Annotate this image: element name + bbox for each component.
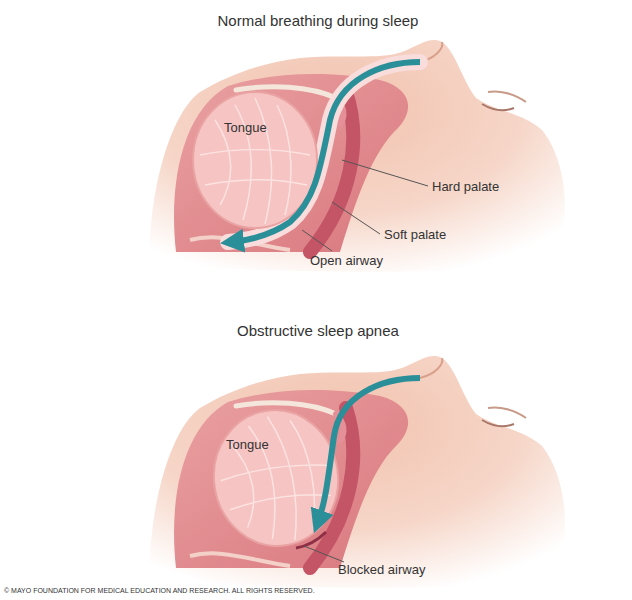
- part-label: Tongue: [224, 120, 267, 136]
- leader-line: [304, 546, 344, 562]
- head-illustration: [150, 40, 565, 272]
- tongue: [193, 92, 317, 228]
- leader-line: [342, 160, 428, 186]
- part-label: Soft palate: [384, 227, 446, 243]
- head-illustration: [150, 356, 565, 588]
- copyright-notice: © MAYO FOUNDATION FOR MEDICAL EDUCATION …: [4, 587, 315, 595]
- part-label: Hard palate: [432, 179, 499, 195]
- airflow-arrow: [232, 62, 420, 242]
- panel-heading: Normal breathing during sleep: [2, 12, 632, 30]
- part-label: Tongue: [226, 437, 269, 453]
- blocked-airway: [296, 532, 326, 548]
- panel-heading: Obstructive sleep apnea: [2, 322, 632, 340]
- part-label: Open airway: [310, 253, 383, 269]
- airflow-arrow: [318, 378, 420, 522]
- leader-line: [302, 230, 332, 251]
- leader-line: [332, 202, 380, 234]
- part-label: Blocked airway: [338, 562, 425, 578]
